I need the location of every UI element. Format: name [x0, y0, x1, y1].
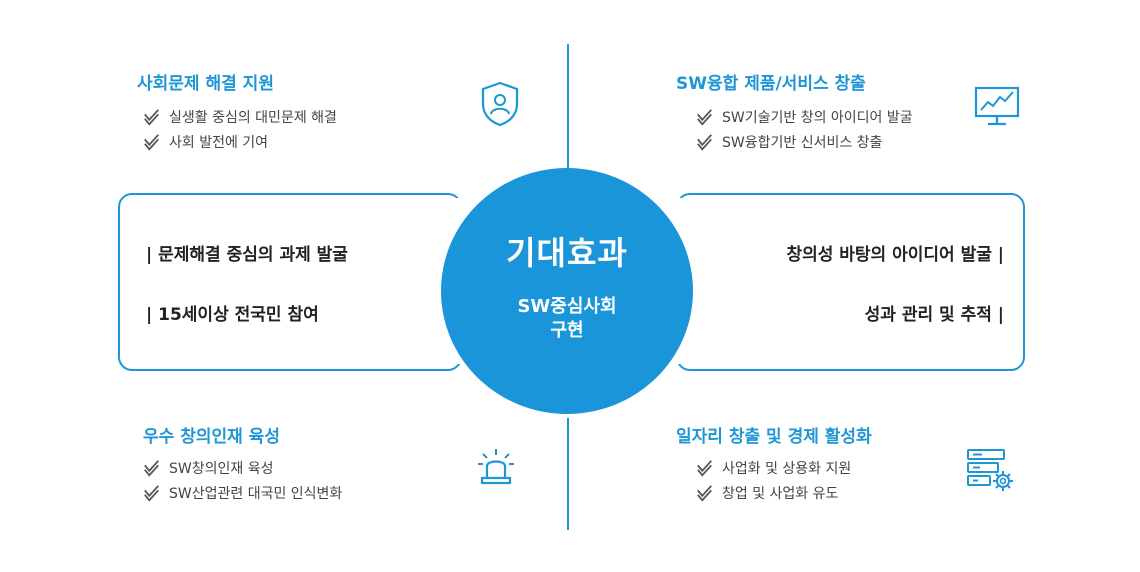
quadrant-list-bottom-left: SW창의인재 육성 SW산업관련 대국민 인식변화 — [143, 457, 342, 504]
check-icon — [144, 109, 159, 126]
list-item-label: 창업 및 사업화 유도 — [722, 486, 839, 502]
right-box — [676, 193, 1025, 371]
list-item: 실생활 중심의 대민문제 해결 — [143, 106, 337, 128]
check-icon — [697, 134, 712, 151]
check-icon — [697, 460, 712, 477]
list-item: 사업화 및 상용화 지원 — [696, 457, 851, 479]
monitor-chart-icon — [974, 86, 1020, 126]
check-icon — [144, 134, 159, 151]
quadrant-title-top-left: 사회문제 해결 지원 — [137, 74, 274, 94]
quadrant-list-top-right: SW기술기반 창의 아이디어 발굴 SW융합기반 신서비스 창출 — [696, 106, 913, 153]
shield-user-icon — [481, 81, 519, 127]
center-subtitle: SW중심사회 구현 — [441, 295, 693, 343]
list-item: SW융합기반 신서비스 창출 — [696, 131, 913, 153]
list-item: 사회 발전에 기여 — [143, 131, 337, 153]
list-item-label: SW산업관련 대국민 인식변화 — [169, 486, 343, 502]
server-gear-icon — [967, 449, 1013, 491]
list-item-label: 사업화 및 상용화 지원 — [722, 461, 852, 477]
center-circle: 기대효과 SW중심사회 구현 — [441, 168, 693, 414]
left-box-line-2: | 15세이상 전국민 참여 — [146, 305, 319, 325]
center-subtitle-line-1: SW중심사회 — [517, 296, 617, 317]
quadrant-title-top-right: SW융합 제품/서비스 창출 — [676, 74, 866, 94]
right-box-line-2: 성과 관리 및 추적 | — [864, 305, 1004, 325]
list-item: SW기술기반 창의 아이디어 발굴 — [696, 106, 913, 128]
list-item: 창업 및 사업화 유도 — [696, 482, 851, 504]
list-item-label: 실생활 중심의 대민문제 해결 — [169, 110, 337, 126]
check-icon — [144, 485, 159, 502]
list-item-label: SW창의인재 육성 — [169, 461, 274, 477]
alarm-light-icon — [478, 449, 514, 485]
quadrant-list-top-left: 실생활 중심의 대민문제 해결 사회 발전에 기여 — [143, 106, 337, 153]
check-icon — [697, 109, 712, 126]
check-icon — [697, 485, 712, 502]
center-title: 기대효과 — [506, 234, 628, 272]
left-box — [118, 193, 462, 371]
bottom-divider-line — [567, 418, 569, 530]
left-box-line-1: | 문제해결 중심의 과제 발굴 — [146, 245, 348, 265]
list-item-label: SW기술기반 창의 아이디어 발굴 — [722, 110, 913, 126]
quadrant-title-bottom-right: 일자리 창출 및 경제 활성화 — [676, 427, 872, 447]
list-item: SW창의인재 육성 — [143, 457, 342, 479]
list-item: SW산업관련 대국민 인식변화 — [143, 482, 342, 504]
quadrant-title-bottom-left: 우수 창의인재 육성 — [143, 427, 280, 447]
right-box-line-1: 창의성 바탕의 아이디어 발굴 | — [786, 245, 1004, 265]
list-item-label: 사회 발전에 기여 — [169, 135, 269, 151]
quadrant-list-bottom-right: 사업화 및 상용화 지원 창업 및 사업화 유도 — [696, 457, 851, 504]
list-item-label: SW융합기반 신서비스 창출 — [722, 135, 883, 151]
check-icon — [144, 460, 159, 477]
top-divider-line — [567, 44, 569, 168]
center-subtitle-line-2: 구현 — [550, 320, 584, 341]
